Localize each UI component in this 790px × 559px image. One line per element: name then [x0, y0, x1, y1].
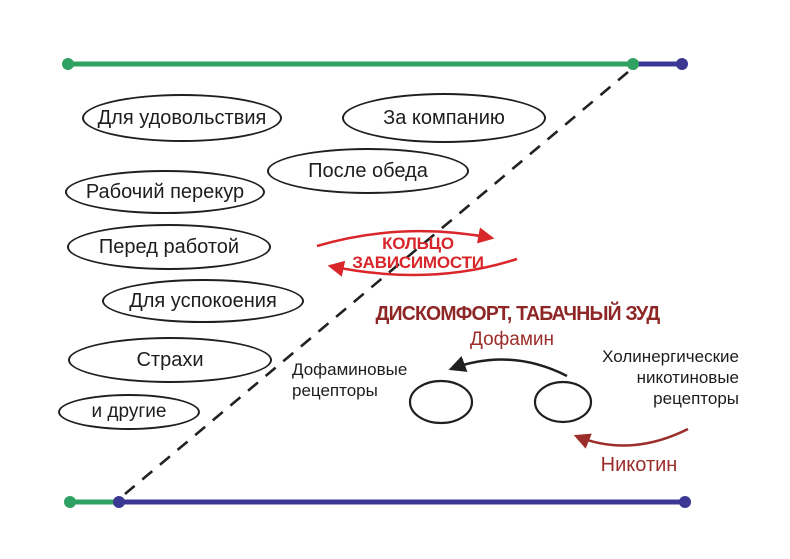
- reason-ellipse-pleasure: Для удовольствия: [82, 94, 282, 142]
- bottom-line-junction-dot: [113, 496, 125, 508]
- nicotine-label: Никотин: [600, 454, 678, 476]
- reason-label: Для удовольствия: [97, 106, 267, 129]
- reason-label: и другие: [91, 401, 167, 422]
- reason-ellipse-calming: Для успокоения: [102, 279, 304, 323]
- reason-ellipse-company: За компанию: [342, 93, 546, 143]
- ring-top-arrow: [316, 227, 495, 248]
- bottom-line-right-dot: [679, 496, 691, 508]
- reason-ellipse-work-break: Рабочий перекур: [65, 170, 265, 214]
- nicotinic-receptor-circle: [533, 380, 593, 424]
- dopamine-arrow: [448, 355, 568, 378]
- reason-label: Перед работой: [98, 235, 240, 258]
- reason-label: После обеда: [308, 159, 428, 182]
- reason-ellipse-others: и другие: [58, 394, 200, 430]
- reason-label: Рабочий перекур: [85, 180, 245, 203]
- top-line-junction-dot: [627, 58, 639, 70]
- reason-label: Страхи: [136, 348, 204, 371]
- ring-bottom-arrow: [327, 257, 518, 277]
- cholinergic-receptors-label: Холинергические никотиновые рецепторы: [602, 347, 739, 409]
- top-line-left-dot: [62, 58, 74, 70]
- reason-ellipse-before-work: Перед работой: [67, 224, 271, 270]
- bottom-line-left-dot: [64, 496, 76, 508]
- reason-label: За компанию: [383, 106, 505, 129]
- ring-label-line2: ЗАВИСИМОСТИ: [352, 253, 484, 273]
- ring-label-line1: КОЛЬЦО: [382, 234, 454, 253]
- dependence-ring-label: КОЛЬЦО ЗАВИСИМОСТИ: [330, 234, 506, 273]
- top-line-right-dot: [676, 58, 688, 70]
- dopamine-receptors-label: Дофаминовые рецепторы: [292, 360, 408, 400]
- diagonal-dashed-divider: [124, 71, 629, 495]
- dopamine-receptor-circle: [408, 379, 474, 425]
- dopamine-label: Дофамин: [469, 329, 554, 350]
- reason-ellipse-fears: Страхи: [68, 337, 272, 383]
- reason-ellipse-after-lunch: После обеда: [267, 148, 469, 194]
- discomfort-label: ДИСКОМФОРТ, ТАБАЧНЫЙ ЗУД: [375, 303, 661, 325]
- nicotine-arrow: [573, 427, 689, 449]
- reason-label: Для успокоения: [129, 289, 277, 312]
